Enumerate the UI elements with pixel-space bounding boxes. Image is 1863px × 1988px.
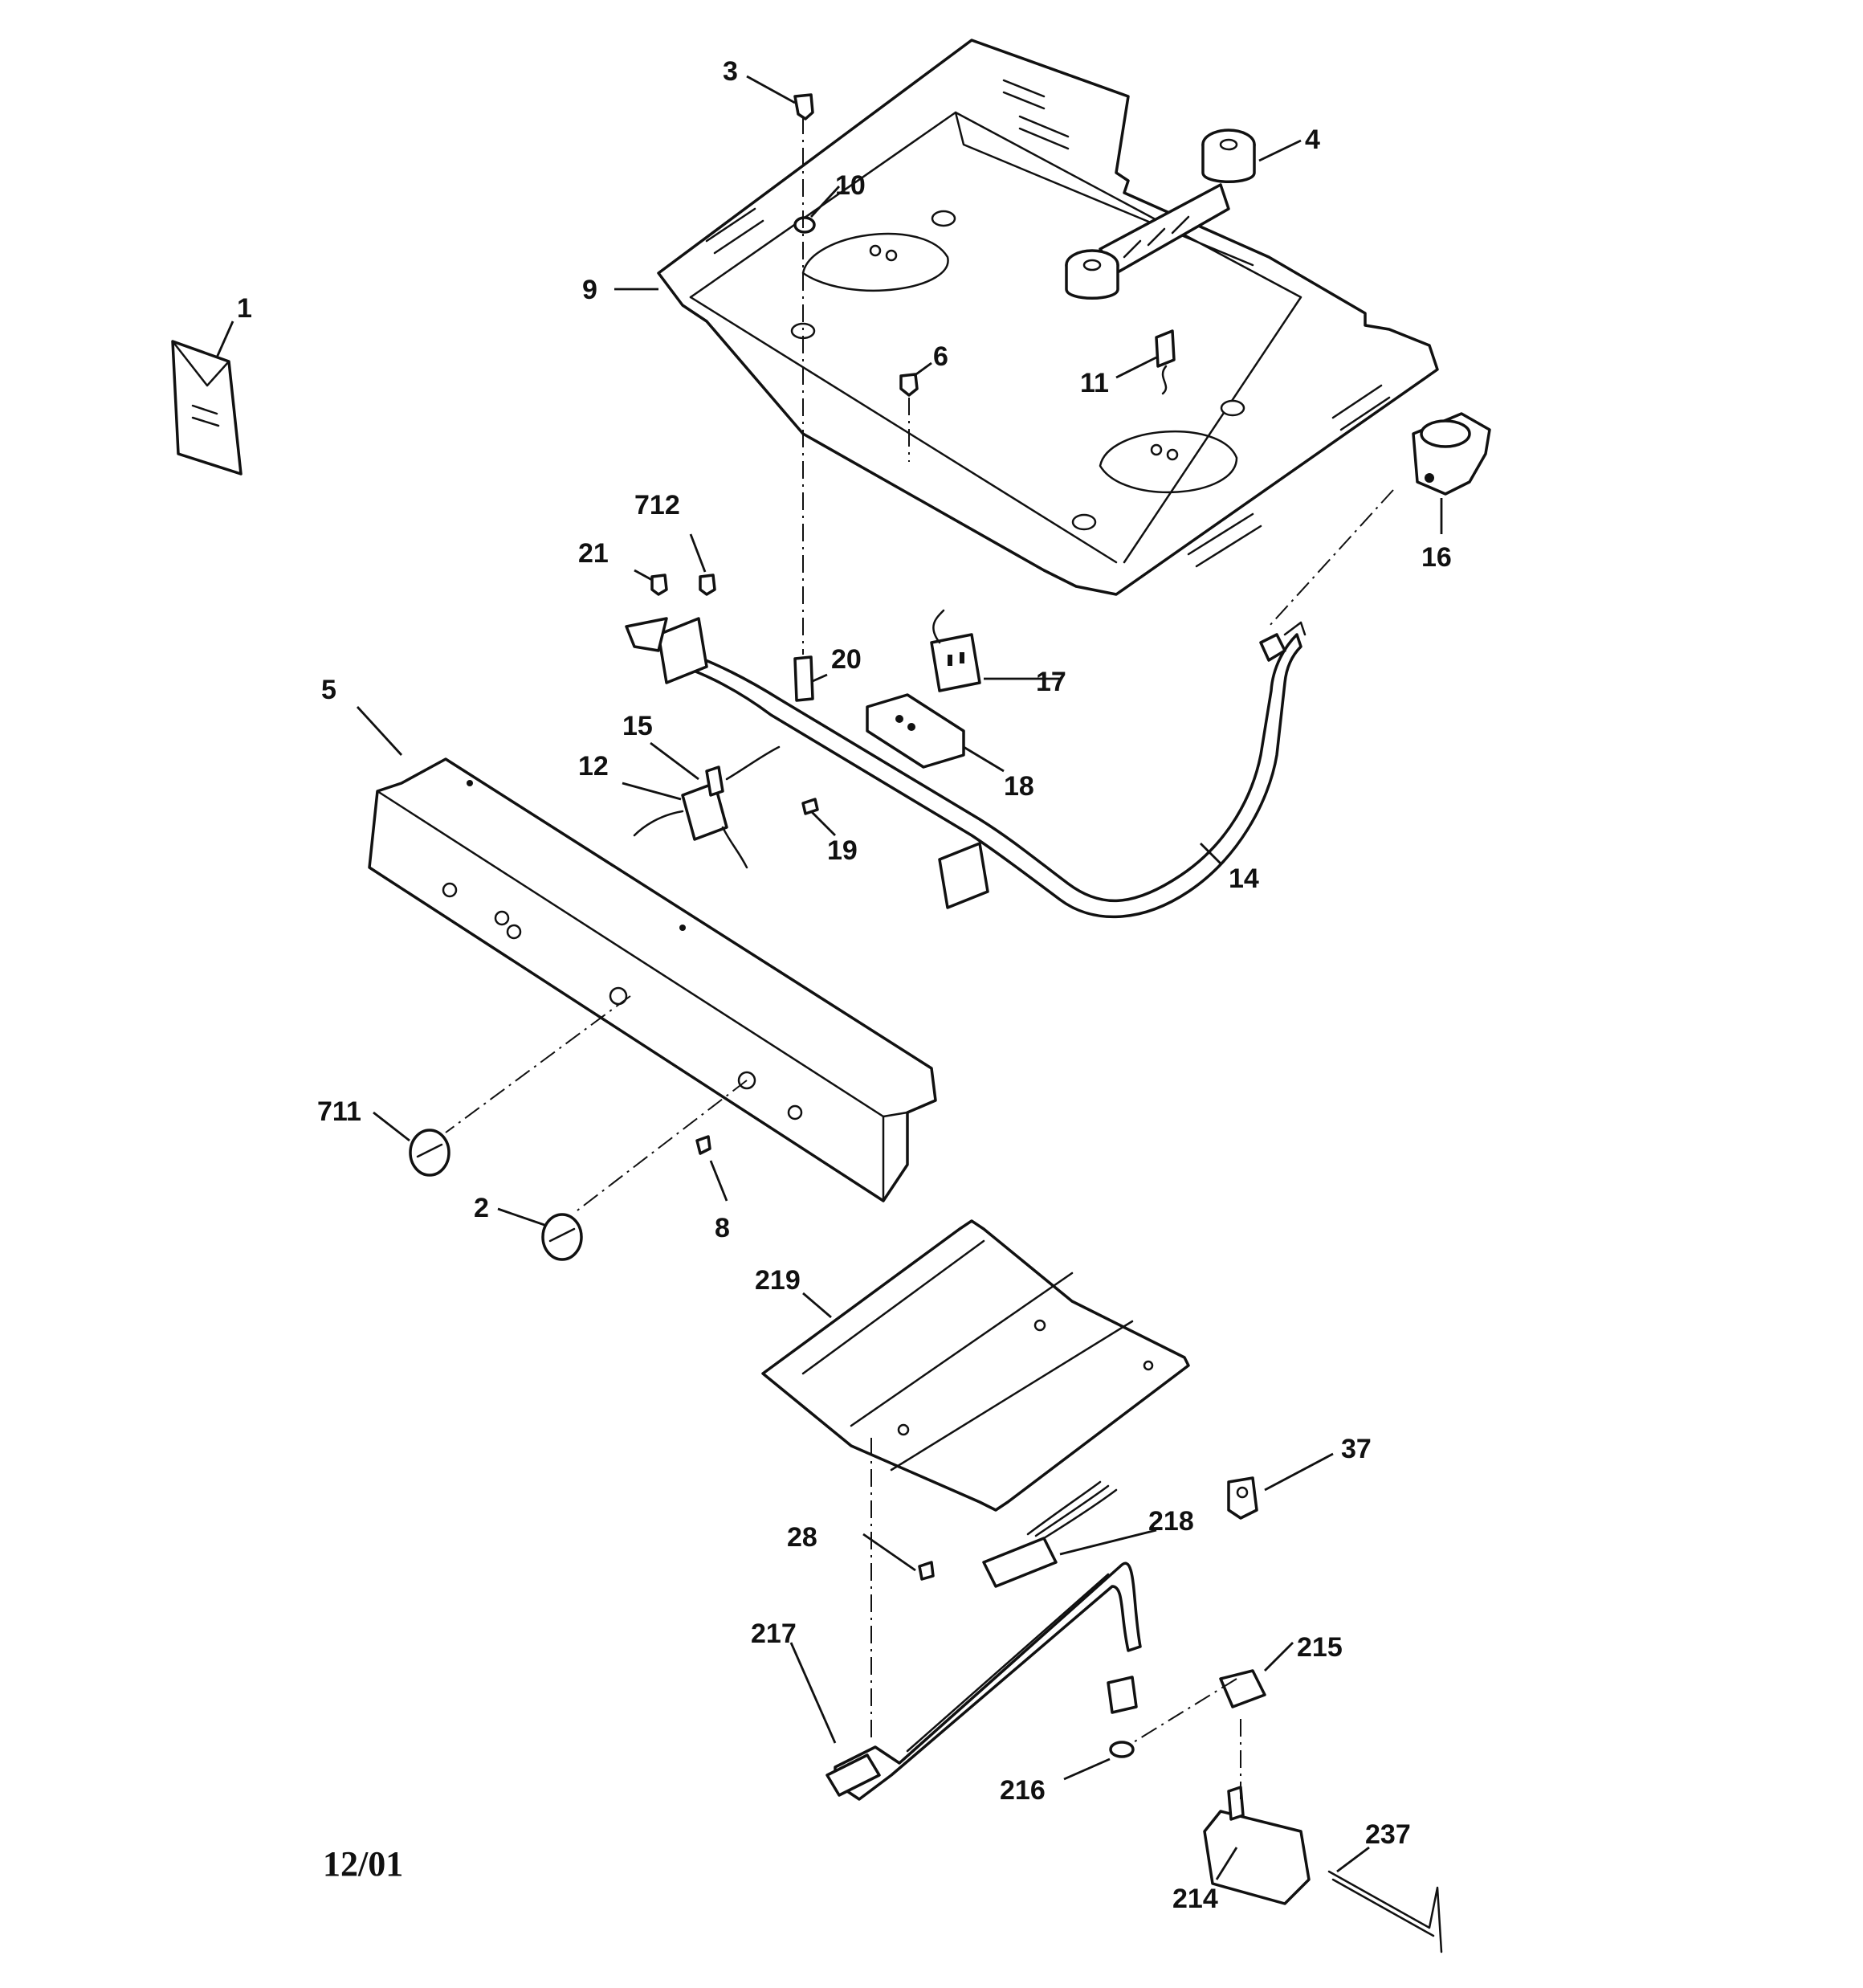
literature-envelope [171, 340, 243, 476]
burner-box [657, 39, 1439, 596]
callout-217: 217 [751, 1619, 797, 1649]
fastener-28 [918, 1561, 935, 1581]
broil-valve-214 [1203, 1786, 1311, 1905]
callout-4: 4 [1305, 125, 1320, 155]
assembly-lines [445, 116, 1394, 1799]
manifold-tube-14 [625, 617, 1307, 919]
callout-9: 9 [582, 275, 597, 305]
burner-valve-assembly-4 [1065, 129, 1256, 300]
callout-215: 215 [1297, 1632, 1343, 1663]
callout-214: 214 [1172, 1884, 1218, 1914]
screw-6 [899, 373, 919, 397]
callout-21: 21 [578, 538, 609, 569]
callout-218: 218 [1148, 1506, 1194, 1537]
callout-28: 28 [787, 1522, 817, 1553]
callout-8: 8 [715, 1213, 730, 1243]
spark-module-18 [866, 693, 965, 769]
valve-16 [1412, 412, 1491, 496]
screw-8 [695, 1135, 711, 1155]
bracket-37 [1227, 1476, 1258, 1520]
callout-5: 5 [321, 675, 336, 705]
callout-20: 20 [831, 644, 862, 675]
callout-11: 11 [1080, 368, 1109, 398]
knob-711 [409, 1129, 450, 1177]
callout-labels: 1 3 4 10 9 6 11 16 712 21 20 17 5 15 12 … [237, 56, 1452, 1914]
grommet-10 [793, 216, 816, 234]
switch-12 [633, 782, 748, 869]
screw-712 [699, 574, 716, 596]
orifice-nut-216 [1107, 1676, 1138, 1758]
callout-1: 1 [237, 293, 252, 324]
bracket-215 [1219, 1669, 1266, 1708]
callout-2: 2 [474, 1193, 489, 1223]
broil-burner-217 [826, 1561, 1142, 1801]
callout-37: 37 [1341, 1434, 1372, 1464]
burner-box-fastener-3 [793, 93, 814, 120]
callout-219: 219 [755, 1265, 801, 1296]
callout-19: 19 [827, 835, 858, 866]
callout-15: 15 [622, 711, 653, 741]
leader-lines [215, 75, 1443, 1880]
date-code: 12/01 [323, 1844, 403, 1884]
switch-actuator-15 [705, 745, 781, 797]
callout-16: 16 [1421, 542, 1452, 573]
callout-712: 712 [634, 490, 680, 520]
screw-19 [801, 798, 819, 815]
orifice-20 [793, 655, 814, 702]
terminal-block-218 [982, 1480, 1118, 1588]
callout-12: 12 [578, 751, 609, 782]
tube-237 [1327, 1870, 1443, 1953]
igniter-bracket-11 [1155, 329, 1176, 395]
callout-17: 17 [1036, 667, 1066, 697]
callout-18: 18 [1004, 771, 1034, 802]
heat-shield-219 [761, 1219, 1190, 1512]
callout-10: 10 [835, 170, 866, 201]
callout-14: 14 [1229, 863, 1259, 894]
control-panel-5 [368, 757, 937, 1202]
screw-21 [650, 574, 668, 596]
callout-711: 711 [317, 1096, 361, 1127]
callout-6: 6 [933, 341, 948, 372]
electrical-block-17 [930, 609, 981, 692]
callout-216: 216 [1000, 1775, 1046, 1806]
knob-2 [541, 1213, 583, 1261]
callout-3: 3 [723, 56, 738, 87]
callout-237: 237 [1365, 1819, 1411, 1850]
